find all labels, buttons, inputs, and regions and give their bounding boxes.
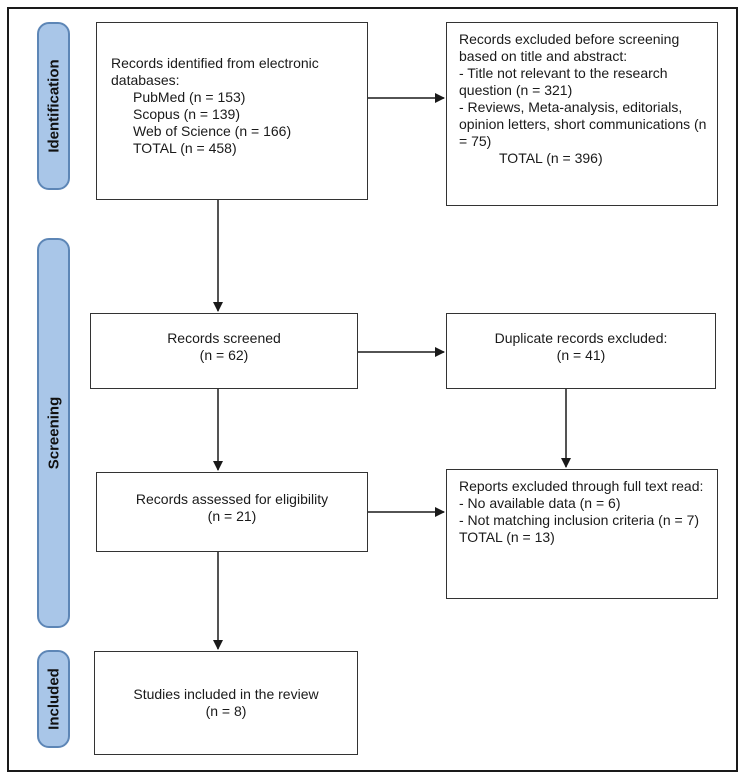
studies-included-label: Studies included in the review xyxy=(133,686,319,702)
duplicates-label: Duplicate records excluded: xyxy=(494,330,668,346)
full-text-total: TOTAL (n = 13) xyxy=(459,529,555,545)
wos-count: Web of Science (n = 166) xyxy=(133,123,292,139)
records-screened-label: Records screened xyxy=(167,330,281,346)
full-text-heading: Reports excluded through full text read: xyxy=(459,478,704,494)
phase-identification: Identification xyxy=(37,22,70,190)
excluded-title-abstract-box: Records excluded before screening based … xyxy=(446,22,718,206)
studies-included-count: (n = 8) xyxy=(205,703,247,719)
phase-included: Included xyxy=(37,650,70,748)
full-text-excluded-box: Reports excluded through full text read:… xyxy=(446,469,718,599)
excluded-title-total: TOTAL (n = 396) xyxy=(499,150,603,166)
excluded-title-item1: - Title not relevant to the research que… xyxy=(459,65,668,98)
records-screened-count: (n = 62) xyxy=(199,347,249,363)
excluded-title-heading: Records excluded before screening based … xyxy=(459,31,680,64)
scopus-count: Scopus (n = 139) xyxy=(133,106,241,122)
records-identified-box: Records identified from electronic datab… xyxy=(96,22,368,200)
full-text-item1: - No available data (n = 6) xyxy=(459,495,621,511)
duplicates-box: Duplicate records excluded: (n = 41) xyxy=(446,313,716,389)
records-identified-heading: Records identified from electronic datab… xyxy=(111,55,319,88)
diagram-frame xyxy=(7,7,738,772)
identified-total: TOTAL (n = 458) xyxy=(133,140,237,156)
excluded-title-item2: - Reviews, Meta-analysis, editorials, op… xyxy=(459,99,707,149)
eligibility-box: Records assessed for eligibility (n = 21… xyxy=(96,472,368,552)
duplicates-count: (n = 41) xyxy=(556,347,606,363)
pubmed-count: PubMed (n = 153) xyxy=(133,89,246,105)
records-screened-box: Records screened (n = 62) xyxy=(90,313,358,389)
full-text-item2: - Not matching inclusion criteria (n = 7… xyxy=(459,512,700,528)
eligibility-count: (n = 21) xyxy=(207,508,257,524)
eligibility-label: Records assessed for eligibility xyxy=(135,491,329,507)
studies-included-box: Studies included in the review (n = 8) xyxy=(94,651,358,755)
phase-screening: Screening xyxy=(37,238,70,628)
